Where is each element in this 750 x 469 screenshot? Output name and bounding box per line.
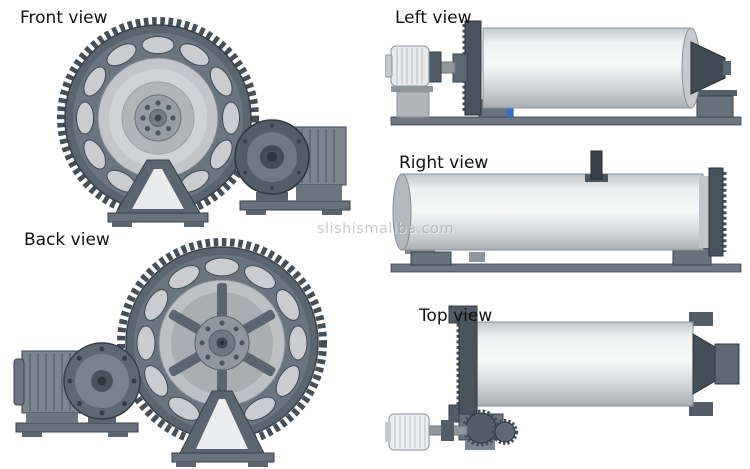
left-view-drawing [385,20,742,126]
right-view-label: Right view [399,153,489,173]
back-view-panel: Back view [0,225,370,469]
front-view-drawing [57,17,351,227]
front-view-label: Front view [20,8,108,28]
ring-gear-edge [708,167,724,257]
left-drive-motor [385,45,468,118]
top-view-label: Top view [419,306,493,326]
watermark: slishismaliba.com [316,221,455,237]
right-view-panel: Right view [385,148,750,300]
top-view-panel: Top view [385,300,750,469]
right-view-drawing [390,150,742,273]
back-drive-motor [13,342,141,437]
blue-marker [507,108,513,117]
front-drive-motor [234,119,351,215]
top-drive-motor [385,409,518,451]
back-stand [171,390,275,467]
discharge-cone [690,41,726,95]
right-shell [392,150,727,257]
front-gear [57,17,259,219]
top-shell [448,305,740,423]
ring-gear-edge [458,313,478,415]
left-shell [462,20,731,116]
back-view-drawing [13,238,327,467]
left-view-panel: Left view [385,0,750,150]
left-view-label: Left view [395,8,472,28]
back-view-label: Back view [24,230,110,250]
top-view-drawing [385,305,740,451]
front-view-panel: Front view [0,0,370,230]
inlet-post [590,150,603,180]
front-stand [107,159,209,227]
